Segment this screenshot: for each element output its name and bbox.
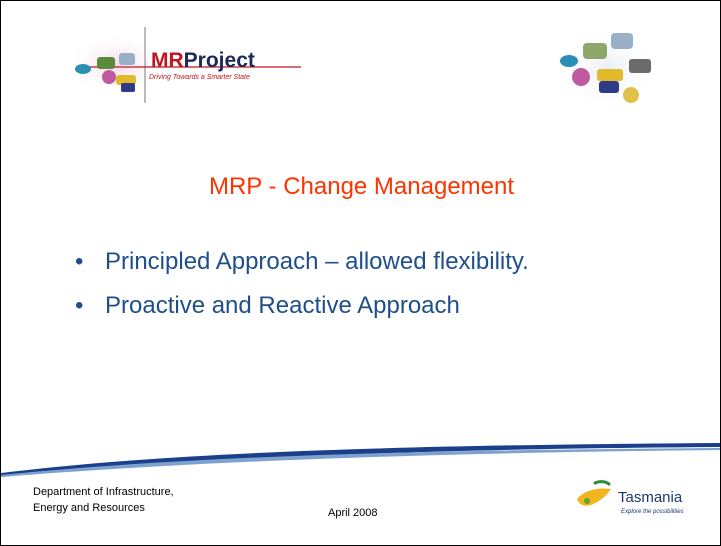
- bullet-text: Principled Approach – allowed flexibilit…: [105, 248, 529, 275]
- bullet-dot-icon: •: [75, 248, 84, 275]
- footer-date: April 2008: [328, 507, 378, 519]
- tasmania-logo-icon: [577, 480, 611, 506]
- slide-title: MRP - Change Management: [208, 173, 515, 200]
- footer-wave: [1, 443, 720, 477]
- tasmania-tagline: Explore the possibilities: [621, 509, 684, 515]
- bullet-item: • Principled Approach – allowed flexibili…: [73, 247, 529, 291]
- mrproject-logo-text: MRProject: [151, 49, 255, 73]
- mrproject-logo-graphic: [66, 27, 301, 103]
- footer-department: Department of Infrastructure, Energy and…: [33, 486, 174, 514]
- bullet-dot-icon: •: [75, 292, 84, 319]
- bullet-list: • Principled Approach – allowed flexibili…: [73, 247, 529, 335]
- logo-tagline: Driving Towards a Smarter State: [149, 74, 250, 81]
- logo-name-suffix: Project: [183, 49, 255, 72]
- bullet-text: Proactive and Reactive Approach: [105, 292, 460, 319]
- decorative-graphic: [556, 23, 660, 115]
- bullet-item: • Proactive and Reactive Approach: [73, 291, 529, 335]
- tasmania-brand: Tasmania: [618, 489, 683, 506]
- logo-name-prefix: MR: [151, 49, 184, 72]
